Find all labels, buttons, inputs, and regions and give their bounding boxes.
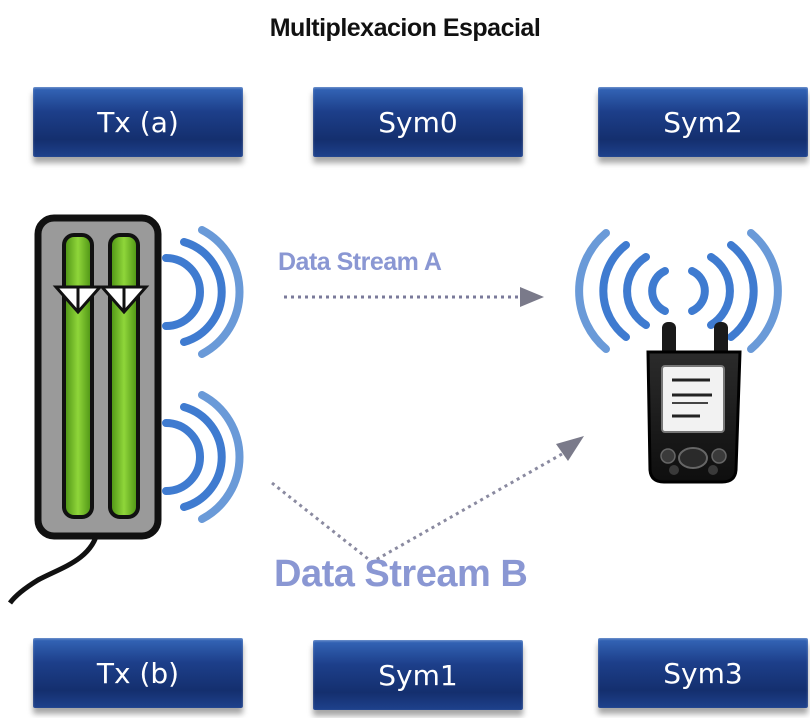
sym0-box: Sym0 — [313, 87, 523, 157]
sym2-box: Sym2 — [598, 87, 808, 157]
sym1-box: Sym1 — [313, 640, 523, 710]
stream-a-arrow-icon — [284, 287, 544, 307]
tx-a-box: Tx (a) — [33, 87, 243, 157]
sym3-box: Sym3 — [598, 638, 808, 708]
radio-wave-icon — [162, 391, 244, 523]
receiver-device-icon — [646, 322, 742, 484]
diagram-title: Multiplexacion Espacial — [269, 14, 541, 42]
stream-b-arrow-icon — [271, 436, 584, 564]
radio-wave-icon — [688, 229, 782, 353]
transmitter-device-icon — [7, 214, 162, 605]
radio-wave-icon — [162, 226, 244, 358]
data-stream-a-label: Data Stream A — [278, 248, 442, 276]
radio-wave-icon — [575, 229, 669, 353]
tx-b-box: Tx (b) — [33, 638, 243, 708]
data-stream-b-label: Data Stream B — [274, 553, 528, 595]
